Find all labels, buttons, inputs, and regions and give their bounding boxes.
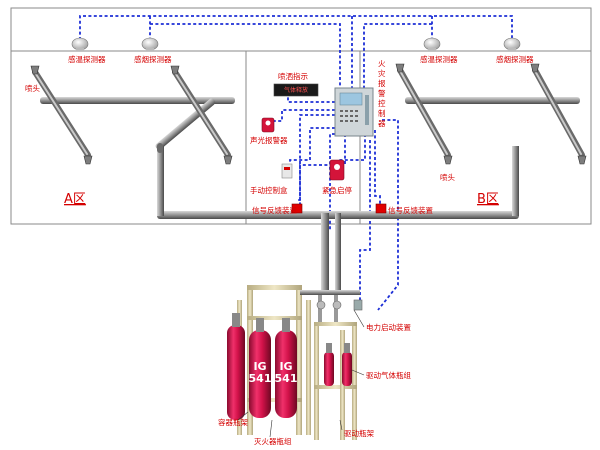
room-outline	[10, 7, 592, 225]
sound-light-alarm-icon	[261, 117, 275, 133]
temp-detector-icon-b	[423, 37, 441, 51]
sound-light-alarm-label: 声光报警器	[250, 135, 288, 145]
drive-gas-cylinder-group-label: 驱动气体瓶组	[366, 370, 411, 380]
nozzle-icon	[30, 65, 40, 75]
signal-feedback-label-a: 信号反馈装置	[252, 205, 297, 215]
drive-rack-label: 驱动瓶架	[344, 428, 374, 438]
nozzle-icon	[170, 65, 180, 75]
cylinder-icon	[227, 313, 245, 420]
drive-cylinder-icon	[324, 343, 334, 386]
extinguisher-cylinders: IG 541 IG 541	[227, 313, 297, 420]
nozzle-label-a: 喷头	[25, 83, 40, 93]
emergency-start-stop-label: 紧急启停	[322, 185, 352, 195]
svg-text:器: 器	[378, 119, 386, 128]
drive-rack	[314, 322, 357, 440]
smoke-detector-label-a: 感烟探测器	[134, 54, 172, 64]
nozzle-icon	[223, 155, 233, 165]
svg-text:警: 警	[378, 88, 386, 98]
svg-text:IG: IG	[279, 360, 292, 373]
signal-feedback-icons	[291, 203, 387, 214]
temp-detector-label-a: 感温探测器	[68, 54, 106, 64]
alarm-controller-label: 火 灾 报 警 控 制 器	[378, 59, 386, 128]
nozzle-icon	[577, 155, 587, 165]
nozzle-icon	[395, 63, 405, 73]
discharge-indicator-display: 气体释放	[273, 83, 319, 97]
leader-lines	[237, 309, 365, 438]
drive-gas-cylinders	[324, 343, 352, 386]
manual-control-box-icon	[281, 163, 293, 179]
detectors	[71, 37, 521, 51]
zone-a-label: A区	[64, 192, 86, 207]
alarm-controller-panel	[334, 87, 374, 137]
svg-text:541: 541	[249, 372, 272, 385]
display-text: 气体释放	[284, 86, 308, 94]
drive-cylinder-icon	[342, 343, 352, 386]
container-rack-label: 容器瓶架	[218, 417, 248, 427]
zone-b-label: B区	[477, 192, 499, 207]
svg-text:控: 控	[378, 98, 386, 108]
cylinder-icon: IG 541	[275, 318, 298, 418]
discharge-indicator-label: 喷洒指示	[278, 71, 308, 81]
manual-control-box-label: 手动控制盒	[250, 185, 288, 195]
smoke-detector-label-b: 感烟探测器	[496, 54, 534, 64]
nozzle-arms	[32, 67, 585, 158]
temp-detector-icon-a	[71, 37, 89, 51]
electric-start-device-label: 电力启动装置	[366, 322, 411, 332]
pipe-network	[40, 97, 580, 293]
nozzle-icon	[443, 155, 453, 165]
cylinder-icon: IG 541	[249, 318, 272, 418]
svg-text:火: 火	[378, 59, 386, 68]
container-rack	[237, 285, 311, 435]
emergency-start-stop-icon	[329, 159, 345, 181]
temp-detector-label-b: 感温探测器	[420, 54, 458, 64]
svg-text:IG: IG	[253, 360, 266, 373]
smoke-detector-icon-a	[141, 37, 159, 51]
nozzle-label-b: 喷头	[440, 172, 455, 182]
svg-text:报: 报	[378, 78, 386, 88]
signal-feedback-label-b: 信号反馈装置	[388, 205, 433, 215]
svg-text:541: 541	[275, 372, 298, 385]
nozzle-icon	[530, 63, 540, 73]
nozzles	[30, 63, 587, 165]
labels: 感温探测器 感烟探测器 感温探测器 感烟探测器 喷头 喷头 A区 B区 喷洒指示…	[25, 54, 534, 446]
smoke-detector-icon-b	[503, 37, 521, 51]
nozzle-icon	[83, 155, 93, 165]
extinguisher-cylinder-group-label: 灭火器瓶组	[254, 436, 292, 446]
manifold	[300, 290, 363, 325]
svg-text:灾: 灾	[378, 68, 386, 78]
svg-text:制: 制	[378, 108, 386, 118]
